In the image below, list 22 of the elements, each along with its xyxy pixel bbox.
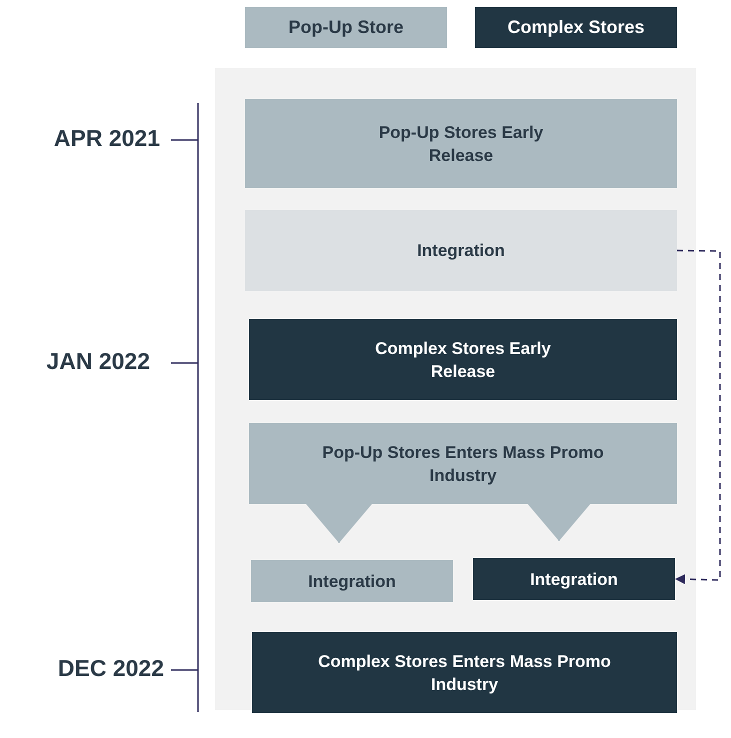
stage-box (245, 210, 677, 291)
stage-box (251, 560, 453, 602)
stage-label: Pop-Up Stores Enters Mass Promo Industry (321, 442, 605, 486)
stage-box (473, 558, 675, 600)
stage-box (245, 99, 677, 188)
stage-label: Complex Stores Enters Mass Promo Industry (317, 650, 612, 696)
dashed-arrow (675, 250, 721, 584)
date-label: APR 2021 (54, 127, 160, 150)
stage-box (249, 423, 677, 504)
date-label: DEC 2022 (58, 657, 164, 680)
stage-label: Pop-Up Stores Early Release (378, 122, 544, 166)
stage-box (252, 632, 677, 713)
legend-key: Complex Stores (475, 7, 677, 48)
pointer-triangle (526, 502, 592, 541)
legend-key: Pop-Up Store (245, 7, 447, 48)
pointer-triangle (306, 504, 372, 543)
stage-box (249, 319, 677, 400)
date-label: JAN 2022 (46, 350, 150, 373)
stage-label: Complex Stores Early Release (374, 338, 552, 382)
stage-label: Integration (308, 570, 396, 592)
stage-label: Integration (417, 240, 505, 262)
stage-label: Integration (530, 568, 618, 590)
